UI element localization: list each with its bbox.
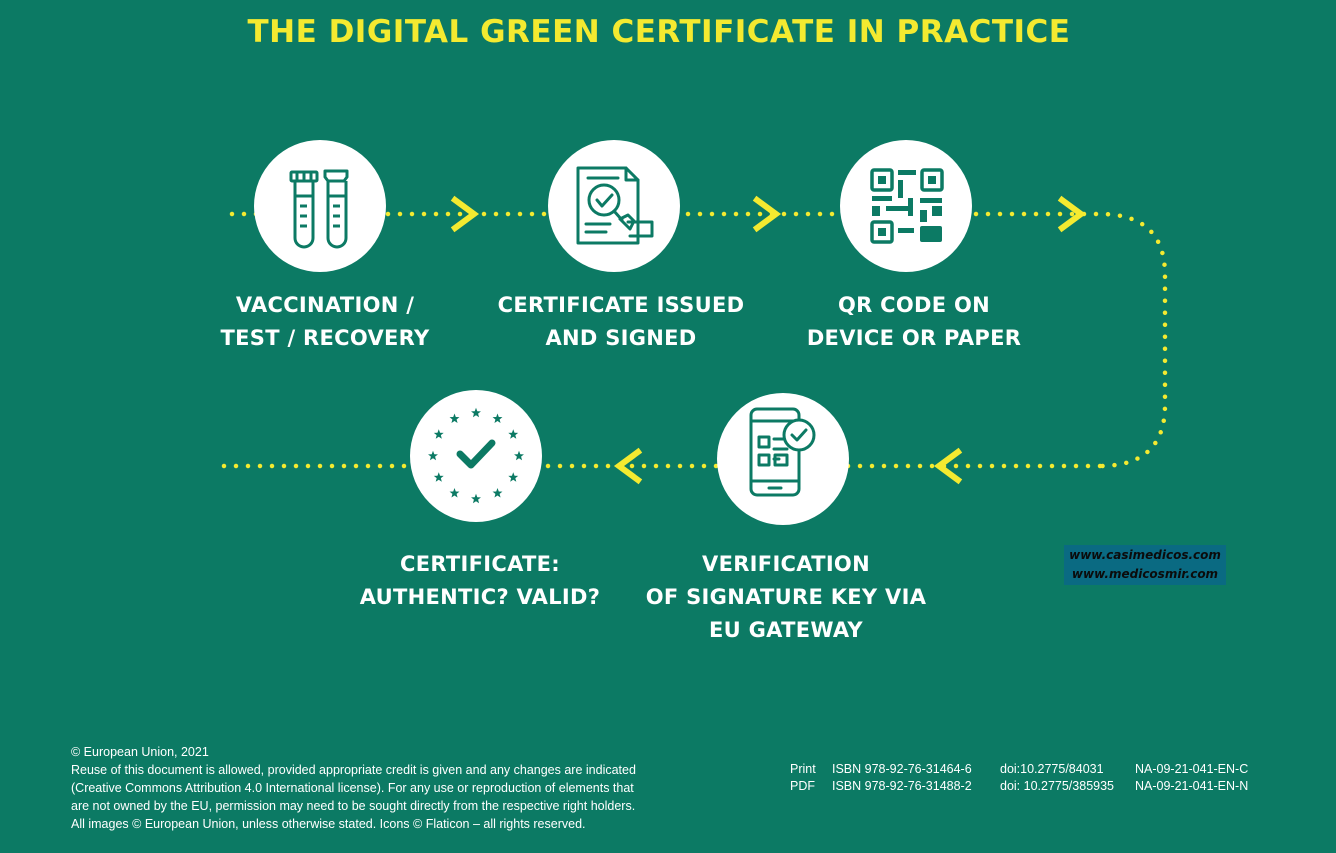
step-label-verification: VERIFICATION OF SIGNATURE KEY VIA EU GAT… bbox=[636, 548, 936, 647]
step-label-line: OF SIGNATURE KEY VIA bbox=[645, 585, 927, 609]
publication-isbn: ISBN 978-92-76-31488-2 bbox=[832, 779, 972, 793]
step-label-line: AUTHENTIC? VALID? bbox=[359, 585, 601, 609]
publication-format: PDF bbox=[790, 779, 815, 793]
flow-line-top bbox=[229, 211, 1168, 469]
certificate-magnifier-icon bbox=[576, 166, 654, 245]
step-label-line: TEST / RECOVERY bbox=[220, 326, 430, 350]
star-icon bbox=[492, 413, 503, 423]
arrow-right-1 bbox=[450, 195, 480, 233]
footer-line: (Creative Commons Attribution 4.0 Intern… bbox=[71, 781, 634, 795]
star-icon bbox=[449, 413, 460, 423]
star-icon bbox=[449, 488, 460, 498]
step-circle-qr-code bbox=[840, 140, 972, 272]
publication-format: Print bbox=[790, 762, 816, 776]
arrow-left-1 bbox=[933, 447, 963, 485]
star-icon bbox=[471, 407, 481, 418]
eu-stars-check-icon bbox=[428, 407, 524, 504]
step-label-vaccination: VACCINATION / TEST / RECOVERY bbox=[175, 289, 475, 355]
watermark-line: www.casimedicos.com bbox=[1069, 548, 1221, 562]
arrow-left-2 bbox=[613, 447, 643, 485]
step-label-line: CERTIFICATE: bbox=[400, 552, 560, 576]
footer-legal: © European Union, 2021 Reuse of this doc… bbox=[71, 743, 731, 833]
star-icon bbox=[514, 450, 524, 461]
test-tubes-icon bbox=[289, 169, 349, 249]
step-label-line: QR CODE ON bbox=[837, 293, 991, 317]
star-icon bbox=[433, 472, 444, 482]
footer-line: All images © European Union, unless othe… bbox=[71, 817, 586, 831]
step-circle-verification bbox=[717, 393, 849, 525]
step-label-line: DEVICE OR PAPER bbox=[806, 326, 1022, 350]
star-icon bbox=[508, 472, 519, 482]
step-label-authentic-valid: CERTIFICATE: AUTHENTIC? VALID? bbox=[330, 548, 630, 614]
step-circle-authentic-valid bbox=[410, 390, 542, 522]
star-icon bbox=[508, 429, 519, 439]
publication-catalogue: NA-09-21-041-EN-C bbox=[1135, 762, 1249, 776]
phone-qr-check-icon bbox=[749, 407, 816, 497]
step-label-certificate-issued: CERTIFICATE ISSUED AND SIGNED bbox=[471, 289, 771, 355]
arrow-right-3 bbox=[1057, 195, 1087, 233]
step-label-line: AND SIGNED bbox=[545, 326, 697, 350]
publication-catalogue: NA-09-21-041-EN-N bbox=[1135, 779, 1249, 793]
step-label-line: VACCINATION / bbox=[235, 293, 415, 317]
step-circle-certificate-issued bbox=[548, 140, 680, 272]
arrow-right-2 bbox=[752, 195, 782, 233]
footer-copyright: © European Union, 2021 bbox=[71, 745, 209, 759]
publication-info-table: Print ISBN 978-92-76-31464-6 doi:10.2775… bbox=[790, 761, 1248, 795]
footer-line: Reuse of this document is allowed, provi… bbox=[71, 763, 636, 777]
table-row: PDF ISBN 978-92-76-31488-2 doi: 10.2775/… bbox=[790, 778, 1248, 795]
step-label-line: EU GATEWAY bbox=[709, 618, 863, 642]
watermark: www.casimedicos.com www.medicosmir.com bbox=[1064, 545, 1226, 585]
star-icon bbox=[433, 429, 444, 439]
footer-line: are not owned by the EU, permission may … bbox=[71, 799, 636, 813]
publication-doi: doi: 10.2775/385935 bbox=[1000, 779, 1114, 793]
publication-doi: doi:10.2775/84031 bbox=[1000, 762, 1104, 776]
step-circle-vaccination bbox=[254, 140, 386, 272]
step-label-line: VERIFICATION bbox=[702, 552, 870, 576]
star-icon bbox=[471, 493, 481, 504]
star-icon bbox=[492, 488, 503, 498]
watermark-line: www.medicosmir.com bbox=[1071, 567, 1219, 581]
star-icon bbox=[428, 450, 438, 461]
publication-isbn: ISBN 978-92-76-31464-6 bbox=[832, 762, 972, 776]
step-label-qr-code: QR CODE ON DEVICE OR PAPER bbox=[764, 289, 1064, 355]
page-title: THE DIGITAL GREEN CERTIFICATE IN PRACTIC… bbox=[247, 14, 1071, 50]
table-row: Print ISBN 978-92-76-31464-6 doi:10.2775… bbox=[790, 761, 1248, 778]
step-label-line: CERTIFICATE ISSUED bbox=[497, 293, 745, 317]
qr-code-icon bbox=[870, 168, 944, 244]
